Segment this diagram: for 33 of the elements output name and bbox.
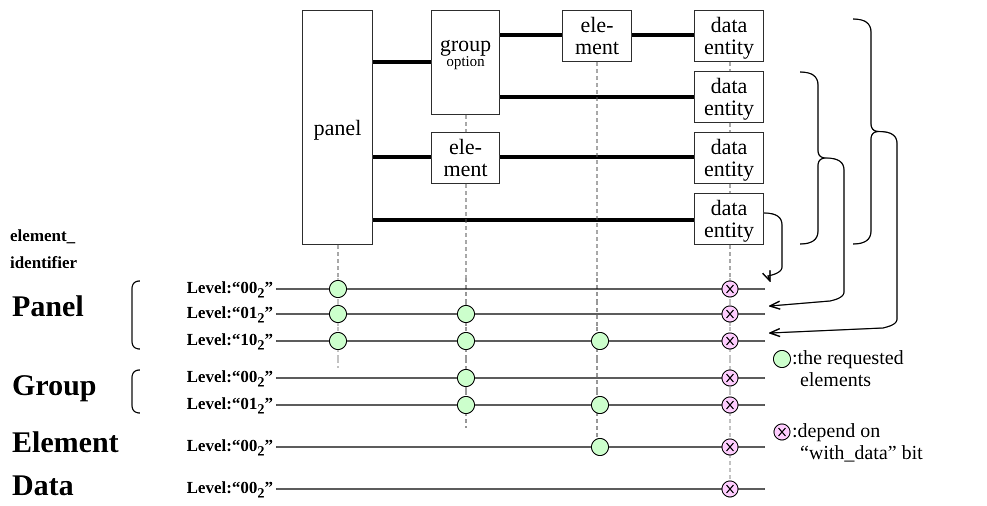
level-label: Level:“00$_{2}$” (186, 278, 273, 304)
group-label: Group (12, 369, 96, 403)
group-label: Panel (12, 290, 84, 324)
level-label: Level:“01$_{2}$” (186, 394, 273, 420)
process-box: ele- ment (562, 10, 632, 62)
process-box: ele- ment (431, 132, 500, 184)
connector-line (373, 155, 431, 159)
process-box: data entity (694, 71, 764, 123)
axis-title: element_ identifier (10, 225, 78, 274)
group-label: Element (12, 426, 119, 460)
legend-text: :the requested elements (792, 347, 905, 391)
process-box: panel (302, 10, 373, 245)
connector-line (632, 33, 694, 37)
connector-line (500, 155, 694, 159)
legend-text: :depend on “with_data” bit (792, 420, 924, 464)
process-box: group option (431, 10, 500, 115)
dashed-line (596, 62, 598, 278)
process-box: data entity (694, 10, 764, 62)
arrow (769, 130, 898, 338)
connector-line (500, 33, 562, 37)
level-label: Level:“01$_{2}$” (186, 303, 273, 328)
connector-line (373, 60, 431, 64)
level-label: Level:“00$_{2}$” (186, 478, 273, 504)
connector-line (373, 218, 694, 222)
level-label: Level:“00$_{2}$” (186, 367, 273, 392)
arrow (769, 157, 845, 310)
process-box: data entity (694, 193, 764, 245)
connector-line (500, 95, 694, 99)
group-label: Data (12, 469, 74, 503)
arrow (762, 212, 783, 282)
process-box: data entity (694, 132, 764, 184)
level-label: Level:“00$_{2}$” (186, 436, 273, 462)
level-label: Level:“10$_{2}$” (186, 330, 273, 356)
